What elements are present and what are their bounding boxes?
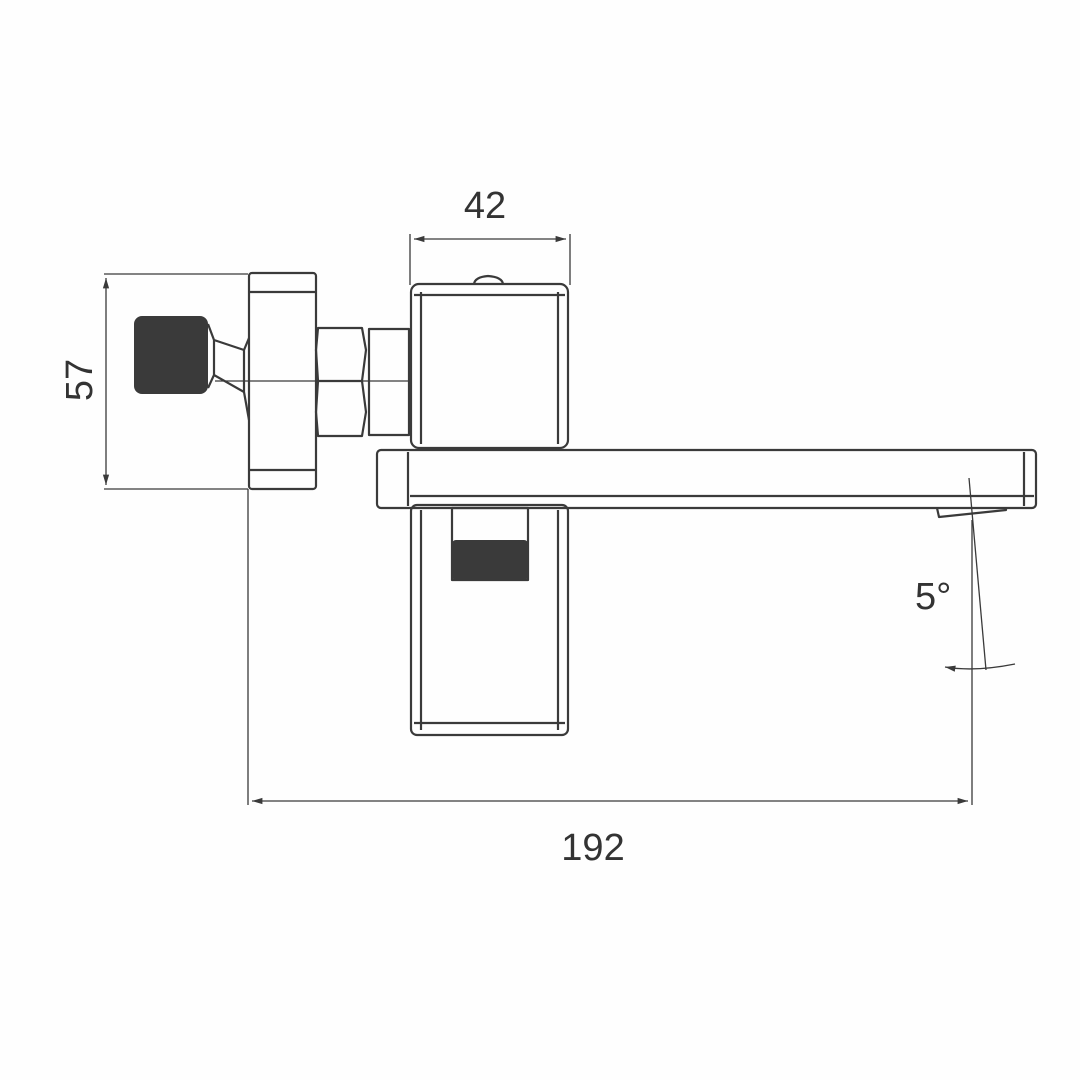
spout — [375, 448, 1038, 519]
wall-flange — [215, 271, 410, 491]
dimension-57: 57 — [59, 273, 248, 490]
dimension-label-57: 57 — [59, 359, 101, 401]
dimension-label-192: 192 — [561, 827, 624, 869]
dimension-192: 192 — [247, 489, 973, 869]
angle-5-degree: 5° — [915, 477, 1016, 672]
valve-body — [409, 274, 570, 737]
threaded-inlet — [134, 316, 251, 421]
dimension-label-42: 42 — [464, 185, 506, 227]
dimension-42: 42 — [409, 185, 571, 285]
hex-nut — [314, 326, 411, 438]
angle-label: 5° — [915, 576, 951, 618]
outlet-thread — [450, 506, 530, 582]
